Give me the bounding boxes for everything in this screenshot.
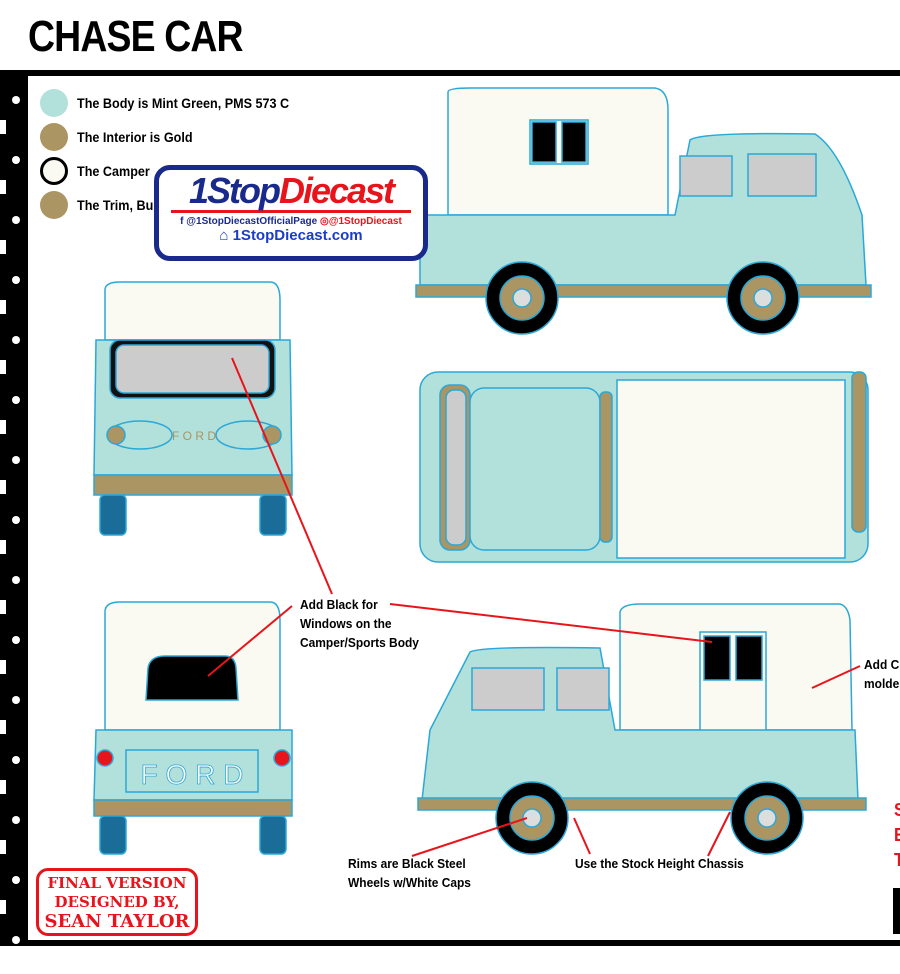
swatch-gold (40, 123, 68, 151)
strip-hole (12, 96, 20, 104)
vehicle-drawings: F O R D F O R D (93, 87, 872, 857)
legend-label: The Camper (77, 163, 150, 179)
side-view-right (415, 87, 872, 335)
note-line: T (894, 848, 900, 873)
strip-hole (12, 816, 20, 824)
note-line: Add Black for (300, 597, 378, 612)
logo-website: 1StopDiecast.com (232, 227, 363, 244)
top-divider (0, 70, 900, 76)
strip-hole (12, 396, 20, 404)
logo-brand-a: 1Stop (188, 170, 281, 211)
front-view: F O R D (93, 281, 293, 536)
note-line: S (894, 798, 900, 823)
note-line: E (894, 823, 900, 848)
legend-item-body: The Body is Mint Green, PMS 573 C (40, 86, 313, 120)
swatch-white (40, 157, 68, 185)
strip-hole (12, 156, 20, 164)
logo-brand-b: Diecast (278, 170, 395, 211)
strip-notch (0, 600, 6, 614)
rear-ford-badge: F O R D (141, 759, 244, 790)
swatch-mint (40, 89, 68, 117)
strip-notch (0, 780, 6, 794)
strip-hole (12, 696, 20, 704)
strip-notch (0, 300, 6, 314)
strip-hole (12, 216, 20, 224)
strip-hole (12, 636, 20, 644)
side-view-left (417, 603, 867, 855)
legend-label: The Trim, Bu (77, 197, 154, 213)
strip-hole (12, 576, 20, 584)
note-line: molde (864, 676, 900, 691)
note-line: Windows on the (300, 616, 392, 631)
strip-notch (0, 540, 6, 554)
stamp-line: DESIGNED BY, (54, 893, 180, 911)
strip-notch (0, 120, 6, 134)
legend-item-interior: The Interior is Gold (40, 120, 313, 154)
strip-hole (12, 276, 20, 284)
note-right: Add C molde (864, 655, 899, 693)
facebook-handle: @1StopDiecastOfficialPage (186, 216, 318, 227)
instagram-handle: @1StopDiecast (328, 216, 402, 227)
home-icon: ⌂ (219, 227, 229, 244)
strip-notch (0, 480, 6, 494)
annotation-leaders (207, 357, 861, 857)
strip-hole (12, 516, 20, 524)
legend-item-camper: The Camper (40, 154, 313, 188)
front-ford-badge: F O R D (172, 429, 216, 443)
strip-notch (0, 240, 6, 254)
rear-view: F O R D (93, 601, 293, 855)
final-version-stamp: FINAL VERSION DESIGNED BY, SEAN TAYLOR (36, 868, 198, 936)
film-strip-border (0, 76, 28, 974)
note-line: Wheels w/White Caps (348, 875, 471, 890)
strip-hole (12, 936, 20, 944)
strip-hole (12, 336, 20, 344)
strip-notch (0, 900, 6, 914)
strip-notch (0, 720, 6, 734)
note-line: Rims are Black Steel (348, 856, 466, 871)
note-line: Add C (864, 657, 900, 672)
strip-notch (0, 660, 6, 674)
note-chassis: Use the Stock Height Chassis (575, 856, 744, 871)
legend-label: The Interior is Gold (77, 129, 193, 145)
note-line: Camper/Sports Body (300, 635, 419, 650)
strip-notch (0, 840, 6, 854)
strip-hole (12, 876, 20, 884)
swatch-gold (40, 191, 68, 219)
legend-item-trim: The Trim, Bu (40, 188, 313, 222)
note-rims: Rims are Black Steel Wheels w/White Caps (348, 854, 471, 892)
instagram-icon: ◎ (319, 216, 329, 227)
strip-notch (0, 420, 6, 434)
strip-hole (12, 756, 20, 764)
strip-notch (0, 180, 6, 194)
top-view (419, 371, 869, 563)
color-legend: The Body is Mint Green, PMS 573 C The In… (40, 86, 313, 222)
page-title: CHASE CAR (28, 12, 244, 61)
note-red-cutoff: S E T (894, 798, 900, 873)
strip-hole (12, 456, 20, 464)
bottom-divider (28, 940, 900, 946)
strip-notch (0, 960, 6, 974)
facebook-icon: f (180, 216, 184, 227)
cutoff-block (893, 888, 900, 934)
note-windows: Add Black for Windows on the Camper/Spor… (300, 595, 419, 652)
1stopdiecast-logo: 1StopDiecast f @1StopDiecastOfficialPage… (154, 165, 428, 261)
strip-notch (0, 360, 6, 374)
legend-label: The Body is Mint Green, PMS 573 C (77, 95, 290, 111)
stamp-line: SEAN TAYLOR (44, 911, 190, 932)
stamp-line: FINAL VERSION (47, 874, 187, 892)
